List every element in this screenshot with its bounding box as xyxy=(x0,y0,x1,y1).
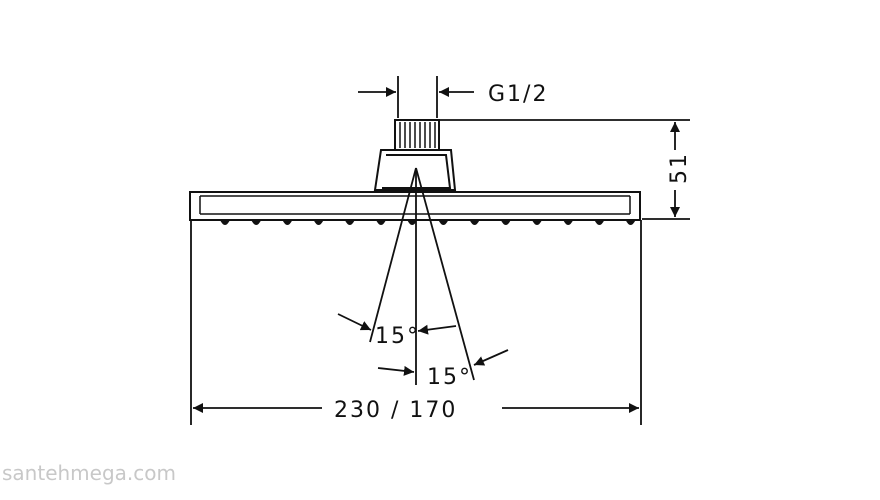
nozzle xyxy=(376,220,386,225)
nozzle xyxy=(344,220,355,225)
shower-plate xyxy=(189,191,641,221)
nozzle xyxy=(532,220,542,225)
width-label: 230 / 170 xyxy=(334,398,457,423)
thread-dimension xyxy=(358,76,474,118)
angle-arrows xyxy=(337,313,509,376)
nozzle xyxy=(220,220,230,225)
nozzle xyxy=(282,220,293,225)
nozzle xyxy=(594,220,605,225)
nozzle xyxy=(313,220,324,225)
nozzle xyxy=(625,220,636,225)
nozzle-row xyxy=(220,220,636,225)
spray-angle-right-label: 15° xyxy=(427,365,472,390)
nozzle xyxy=(407,220,418,225)
width-dimension xyxy=(190,220,642,425)
watermark-text: santehmega.com xyxy=(2,461,176,485)
spray-angle-left-label: 15° xyxy=(375,324,420,349)
connector-nut xyxy=(394,119,440,151)
height-label: 51 xyxy=(667,152,692,184)
nozzle xyxy=(438,220,449,225)
nozzle xyxy=(500,220,511,225)
nozzle xyxy=(469,220,480,225)
spray-angle-lines xyxy=(369,167,475,385)
nozzle xyxy=(563,220,574,225)
nozzle xyxy=(251,220,262,225)
thread-size-label: G1/2 xyxy=(488,82,548,107)
height-dimension xyxy=(440,119,690,220)
